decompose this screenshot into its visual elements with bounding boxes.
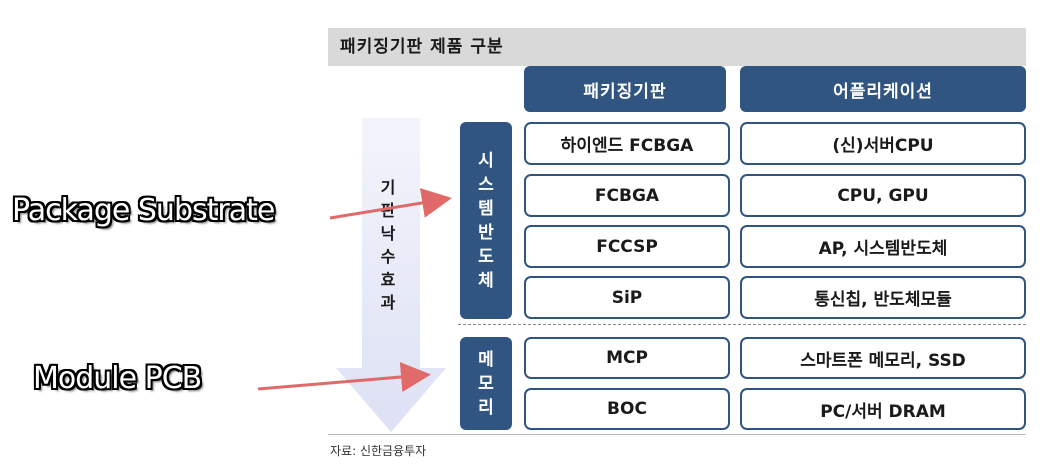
package-substrate-arrow: [329, 188, 452, 220]
effect-char: 수: [380, 247, 396, 266]
effect-char: 효: [380, 270, 396, 289]
application-cell: (신)서버CPU: [740, 122, 1026, 165]
application-cell: PC/서버 DRAM: [740, 388, 1026, 430]
application-cell: CPU, GPU: [740, 174, 1026, 217]
group-separator: [458, 324, 1026, 325]
header-substrate: 패키징기판: [524, 66, 726, 112]
group-char: 도: [478, 246, 494, 267]
downward-arrow-graphic: [336, 118, 446, 432]
source-note: 자료: 신한금융투자: [330, 444, 427, 458]
substrate-cell: FCCSP: [524, 225, 730, 268]
effect-char: 판: [380, 201, 396, 220]
diagram-title: 패키징기판 제품 구분: [328, 28, 1026, 66]
package-substrate-annotation: Package Substrate: [12, 193, 275, 228]
group-label-system-semiconductor: 시 스 템 반 도 체: [460, 122, 512, 319]
substrate-effect-label: 기 판 낙 수 효 과: [373, 176, 403, 314]
application-cell: 통신칩, 반도체모듈: [740, 276, 1026, 319]
substrate-cell: FCBGA: [524, 174, 730, 217]
substrate-cell: SiP: [524, 276, 730, 319]
group-char: 템: [478, 198, 494, 219]
application-cell: AP, 시스템반도체: [740, 225, 1026, 268]
substrate-cell: MCP: [524, 337, 730, 379]
substrate-cell: BOC: [524, 388, 730, 430]
module-pcb-annotation: Module PCB: [33, 361, 202, 396]
bottom-rule: [328, 434, 1026, 435]
effect-char: 낙: [380, 224, 396, 243]
group-char: 모: [478, 373, 494, 394]
module-pcb-arrow: [257, 362, 431, 392]
header-application: 어플리케이션: [740, 66, 1026, 112]
group-char: 체: [478, 270, 494, 291]
group-char: 스: [478, 174, 494, 195]
group-char: 리: [478, 397, 494, 418]
group-char: 시: [478, 150, 494, 171]
application-cell: 스마트폰 메모리, SSD: [740, 337, 1026, 379]
group-char: 메: [478, 349, 494, 370]
group-char: 반: [478, 222, 494, 243]
effect-char: 기: [380, 178, 396, 197]
group-label-memory: 메 모 리: [460, 337, 512, 430]
substrate-cell: 하이엔드 FCBGA: [524, 122, 730, 165]
effect-char: 과: [380, 293, 396, 312]
